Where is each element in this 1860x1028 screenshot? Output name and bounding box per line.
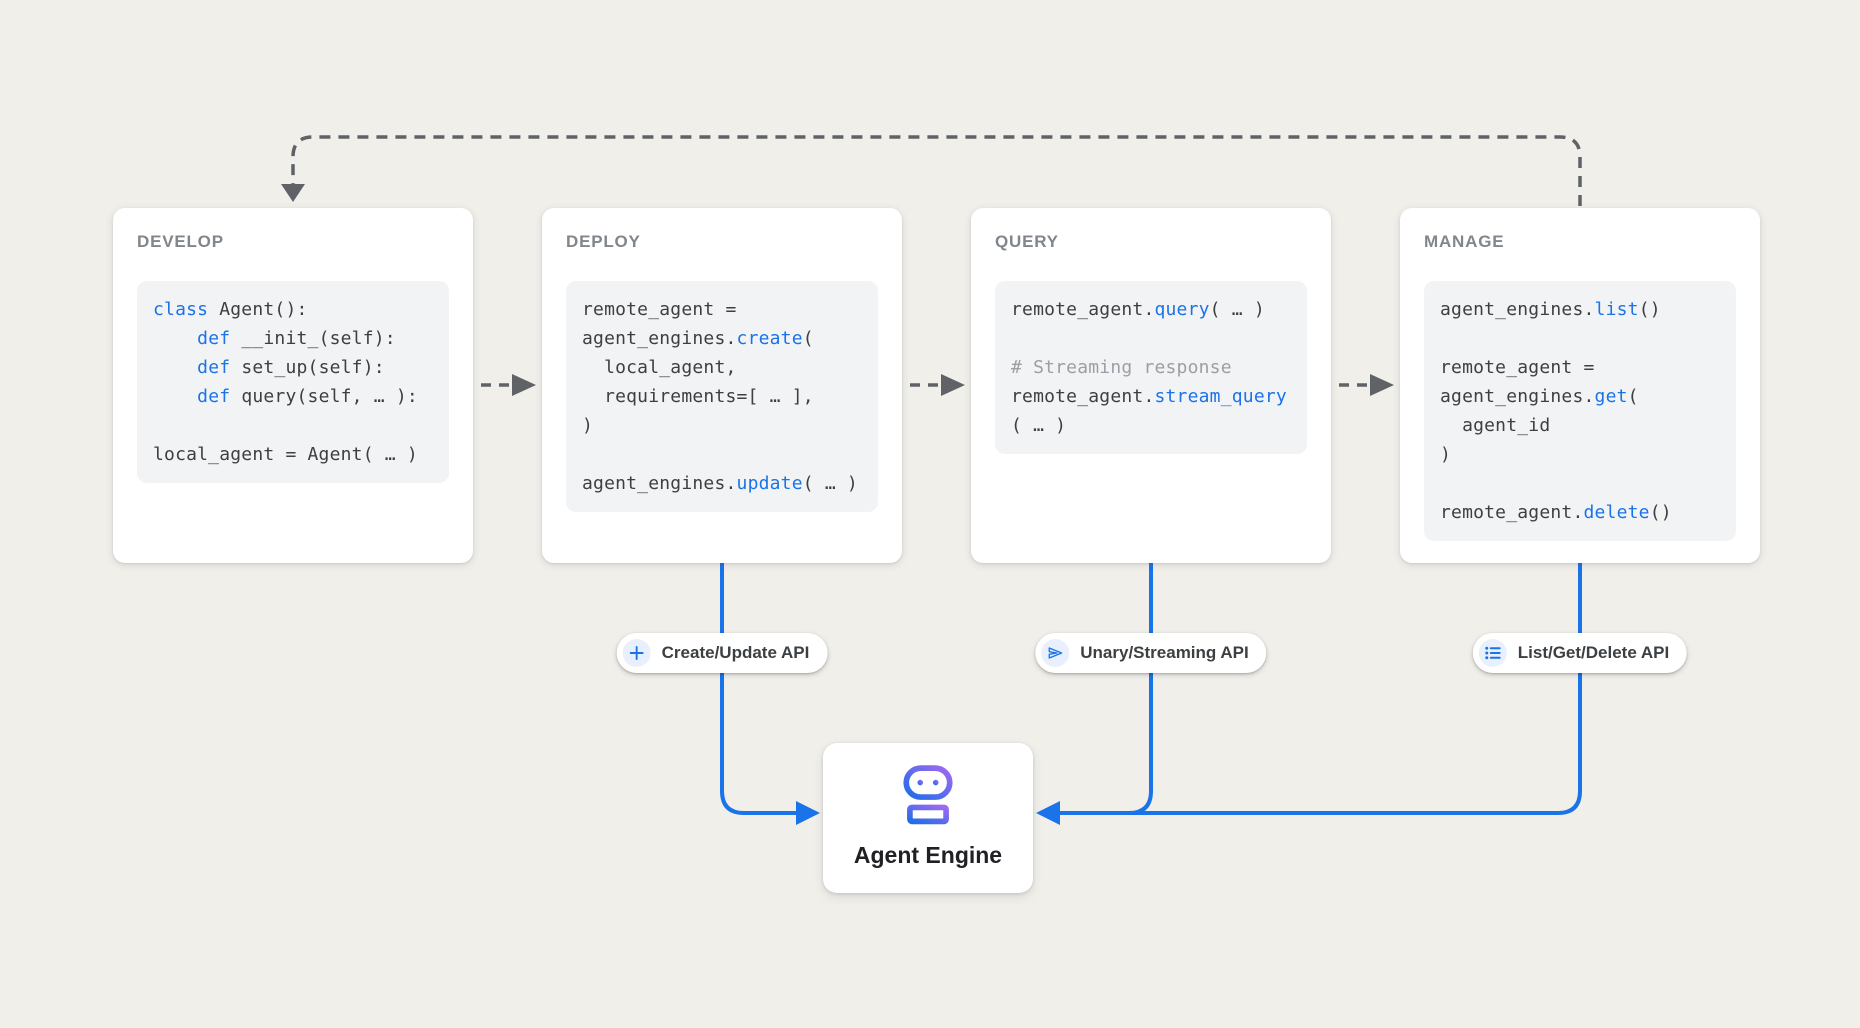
query-card-title: QUERY	[995, 232, 1059, 251]
robot-icon	[902, 765, 954, 830]
query-code-block: remote_agent.query( … ) # Streaming resp…	[995, 281, 1307, 454]
code-line: class Agent():	[153, 299, 308, 320]
list-get-delete-api-label: List/Get/Delete API	[1517, 643, 1670, 662]
list-get-delete-api-pill: List/Get/Delete API	[1472, 633, 1688, 673]
manage-to-develop-dashed-line	[291, 135, 1582, 206]
code-line	[1440, 324, 1720, 353]
develop-card: DEVELOP class Agent(): def __init_(self)…	[113, 208, 473, 563]
create-update-api-pill: Create/Update API	[616, 633, 828, 673]
code-line: requirements=[ … ],	[582, 386, 814, 407]
develop-card-title: DEVELOP	[137, 232, 224, 251]
code-line: remote_agent =	[1440, 357, 1595, 378]
code-line: ( … )	[1011, 415, 1067, 436]
unary-streaming-api-label: Unary/Streaming API	[1080, 643, 1249, 662]
code-line: remote_agent.delete()	[1440, 502, 1672, 523]
arrow-right-into-engine-icon	[796, 801, 820, 825]
develop-code-block: class Agent(): def __init_(self): def se…	[137, 281, 449, 483]
code-line: remote_agent.stream_query	[1011, 386, 1287, 407]
code-line: )	[1440, 444, 1452, 465]
send-icon	[1041, 639, 1070, 667]
arrow-left-into-engine-icon	[1036, 801, 1060, 825]
manage-card-title: MANAGE	[1424, 232, 1505, 251]
code-line	[582, 440, 862, 469]
arrow-right-into-deploy-icon	[512, 374, 536, 396]
manage-card: MANAGE agent_engines.list() remote_agent…	[1400, 208, 1760, 563]
code-line: agent_id	[1440, 415, 1551, 436]
code-line: local_agent = Agent( … )	[153, 444, 418, 465]
arrow-right-into-query-icon	[941, 374, 965, 396]
code-line: agent_engines.create(	[582, 328, 814, 349]
code-line: )	[582, 415, 594, 436]
code-line: agent_engines.update( … )	[582, 473, 858, 494]
create-update-api-label: Create/Update API	[661, 643, 810, 662]
manage-to-engine-line	[1058, 561, 1582, 815]
unary-streaming-api-pill: Unary/Streaming API	[1035, 633, 1267, 673]
agent-engine-label: Agent Engine	[853, 842, 1003, 868]
code-line: remote_agent.query( … )	[1011, 299, 1265, 320]
code-line: # Streaming response	[1011, 357, 1232, 378]
code-line: def set_up(self):	[197, 357, 385, 378]
query-to-engine-line	[1122, 561, 1153, 815]
agent-engine-node: Agent Engine	[823, 743, 1033, 893]
code-line: agent_engines.list()	[1440, 299, 1661, 320]
code-line	[1011, 324, 1291, 353]
code-line	[153, 411, 433, 440]
manage-code-block: agent_engines.list() remote_agent = agent…	[1424, 281, 1736, 541]
code-line: agent_engines.get(	[1440, 386, 1639, 407]
query-card: QUERY remote_agent.query( … ) # Streamin…	[971, 208, 1331, 563]
arrow-down-into-develop-icon	[281, 184, 305, 202]
code-line: remote_agent =	[582, 299, 737, 320]
deploy-card: DEPLOY remote_agent = agent_engines.creat…	[542, 208, 902, 563]
code-line	[1440, 469, 1720, 498]
arrow-right-into-manage-icon	[1370, 374, 1394, 396]
list-icon	[1478, 639, 1507, 667]
deploy-card-title: DEPLOY	[566, 232, 641, 251]
plus-icon	[622, 639, 651, 667]
code-line: def query(self, … ):	[197, 386, 418, 407]
code-line: def __init_(self):	[197, 328, 396, 349]
code-line: local_agent,	[582, 357, 737, 378]
deploy-code-block: remote_agent = agent_engines.create( loca…	[566, 281, 878, 512]
deploy-to-engine-line	[720, 561, 798, 815]
